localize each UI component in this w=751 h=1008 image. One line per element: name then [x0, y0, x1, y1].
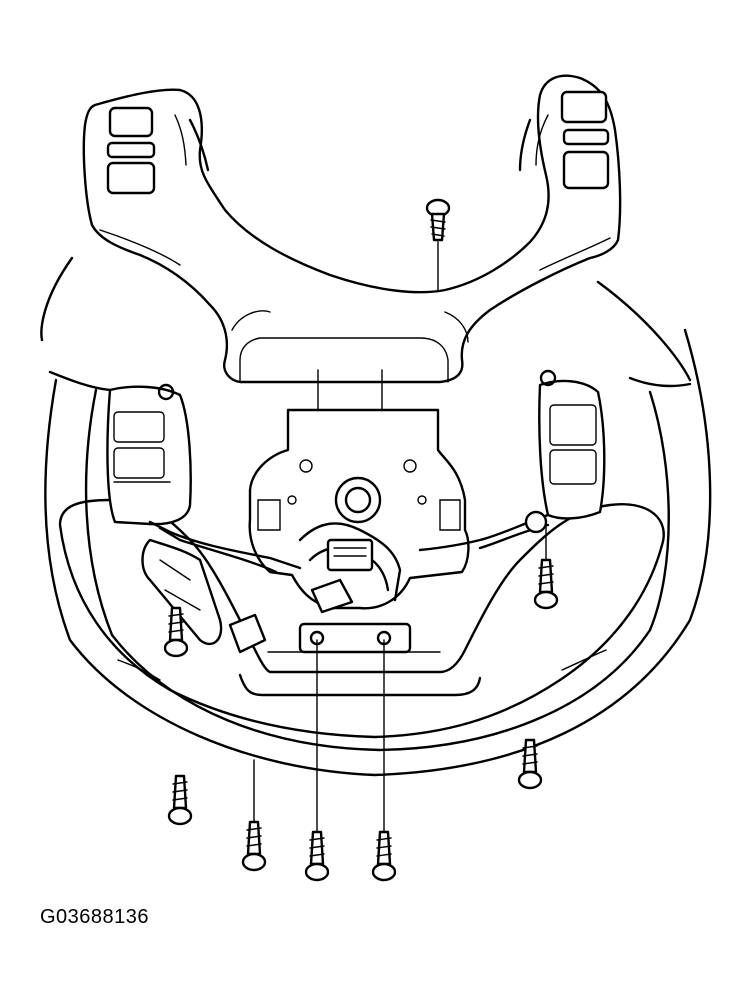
- left-side-screw: [163, 606, 189, 658]
- bottom-screw-1: [241, 759, 267, 872]
- wiring-harness: [298, 522, 402, 614]
- cover-screw: [425, 198, 451, 291]
- right-switch-assembly: [418, 369, 606, 552]
- right-side-screw: [533, 519, 559, 610]
- lower-left-screw: [167, 774, 193, 826]
- upper-switch-cover: [82, 74, 622, 384]
- steering-hub-bracket: [248, 369, 470, 654]
- steering-wheel-rim: [40, 256, 712, 777]
- bottom-screw-3: [371, 639, 397, 882]
- bottom-screw-2: [304, 639, 330, 882]
- lower-right-screw: [517, 738, 543, 790]
- figure-code: G03688136: [40, 906, 150, 928]
- left-switch-assembly: [106, 383, 302, 654]
